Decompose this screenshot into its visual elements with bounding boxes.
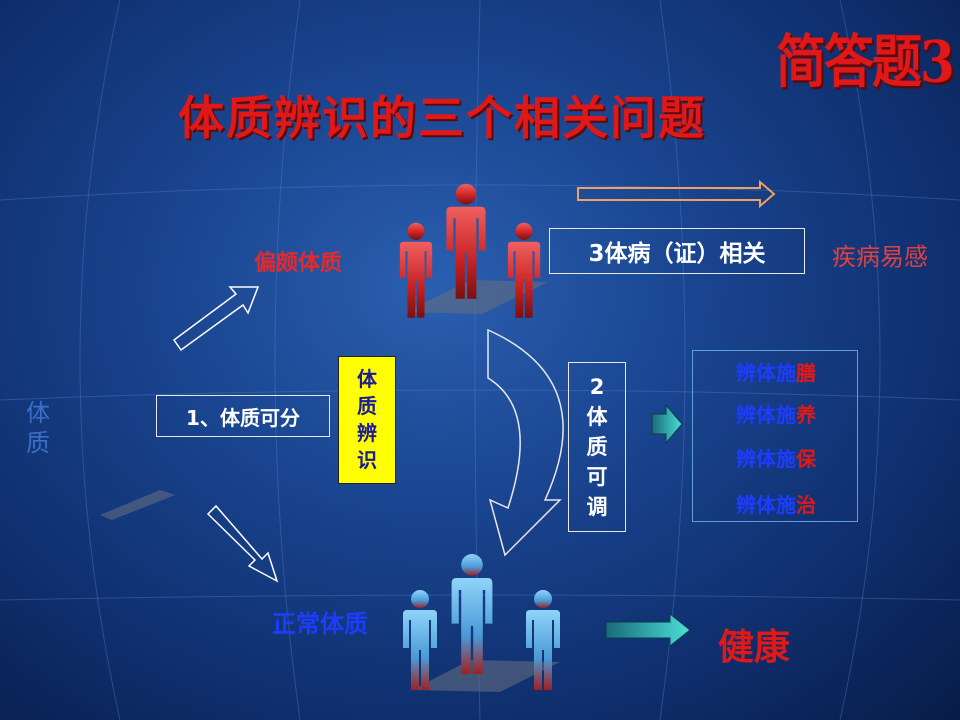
method-item: 辨体施养	[693, 399, 859, 428]
methods-box: 辨体施膳 辨体施养 辨体施保 辨体施治	[692, 350, 858, 522]
disease-susceptibility-label: 疾病易感	[832, 243, 928, 271]
question-badge: 简答题3	[776, 27, 955, 96]
method-suffix: 养	[796, 403, 816, 427]
arrow-to-biased	[172, 286, 260, 352]
identify-box-text: 体质辨识	[357, 367, 377, 472]
health-label: 健康	[718, 627, 791, 668]
teal-arrow-health	[605, 612, 691, 648]
normal-constitution-label: 正常体质	[272, 610, 368, 638]
method-item: 辨体施保	[693, 443, 859, 472]
page-title: 体质辨识的三个相关问题	[178, 91, 706, 145]
method-prefix: 辨体施	[736, 403, 796, 427]
biased-constitution-figures	[399, 183, 541, 318]
adjust-box-text: 2体质可调	[586, 375, 608, 519]
method-prefix: 辨体施	[736, 447, 796, 471]
method-prefix: 辨体施	[736, 493, 796, 517]
classify-box: 1、体质可分	[156, 395, 330, 437]
method-prefix: 辨体施	[736, 361, 796, 385]
curved-arrow	[487, 328, 564, 557]
normal-constitution-figures	[403, 554, 560, 690]
teal-arrow-small	[651, 403, 683, 445]
side-label: 体质	[26, 399, 50, 457]
method-suffix: 膳	[796, 361, 816, 385]
identify-box: 体质辨识	[338, 356, 396, 484]
related-box: 3体病（证）相关	[549, 228, 805, 274]
method-suffix: 治	[796, 493, 816, 517]
adjust-box: 2体质可调	[568, 362, 626, 532]
biased-constitution-label: 偏颇体质	[254, 251, 343, 276]
method-item: 辨体施治	[693, 489, 859, 518]
arrow-to-normal	[206, 504, 279, 583]
orange-arrow	[577, 179, 776, 209]
method-suffix: 保	[796, 447, 816, 471]
floor-shadows	[100, 280, 560, 692]
method-item: 辨体施膳	[693, 357, 859, 386]
